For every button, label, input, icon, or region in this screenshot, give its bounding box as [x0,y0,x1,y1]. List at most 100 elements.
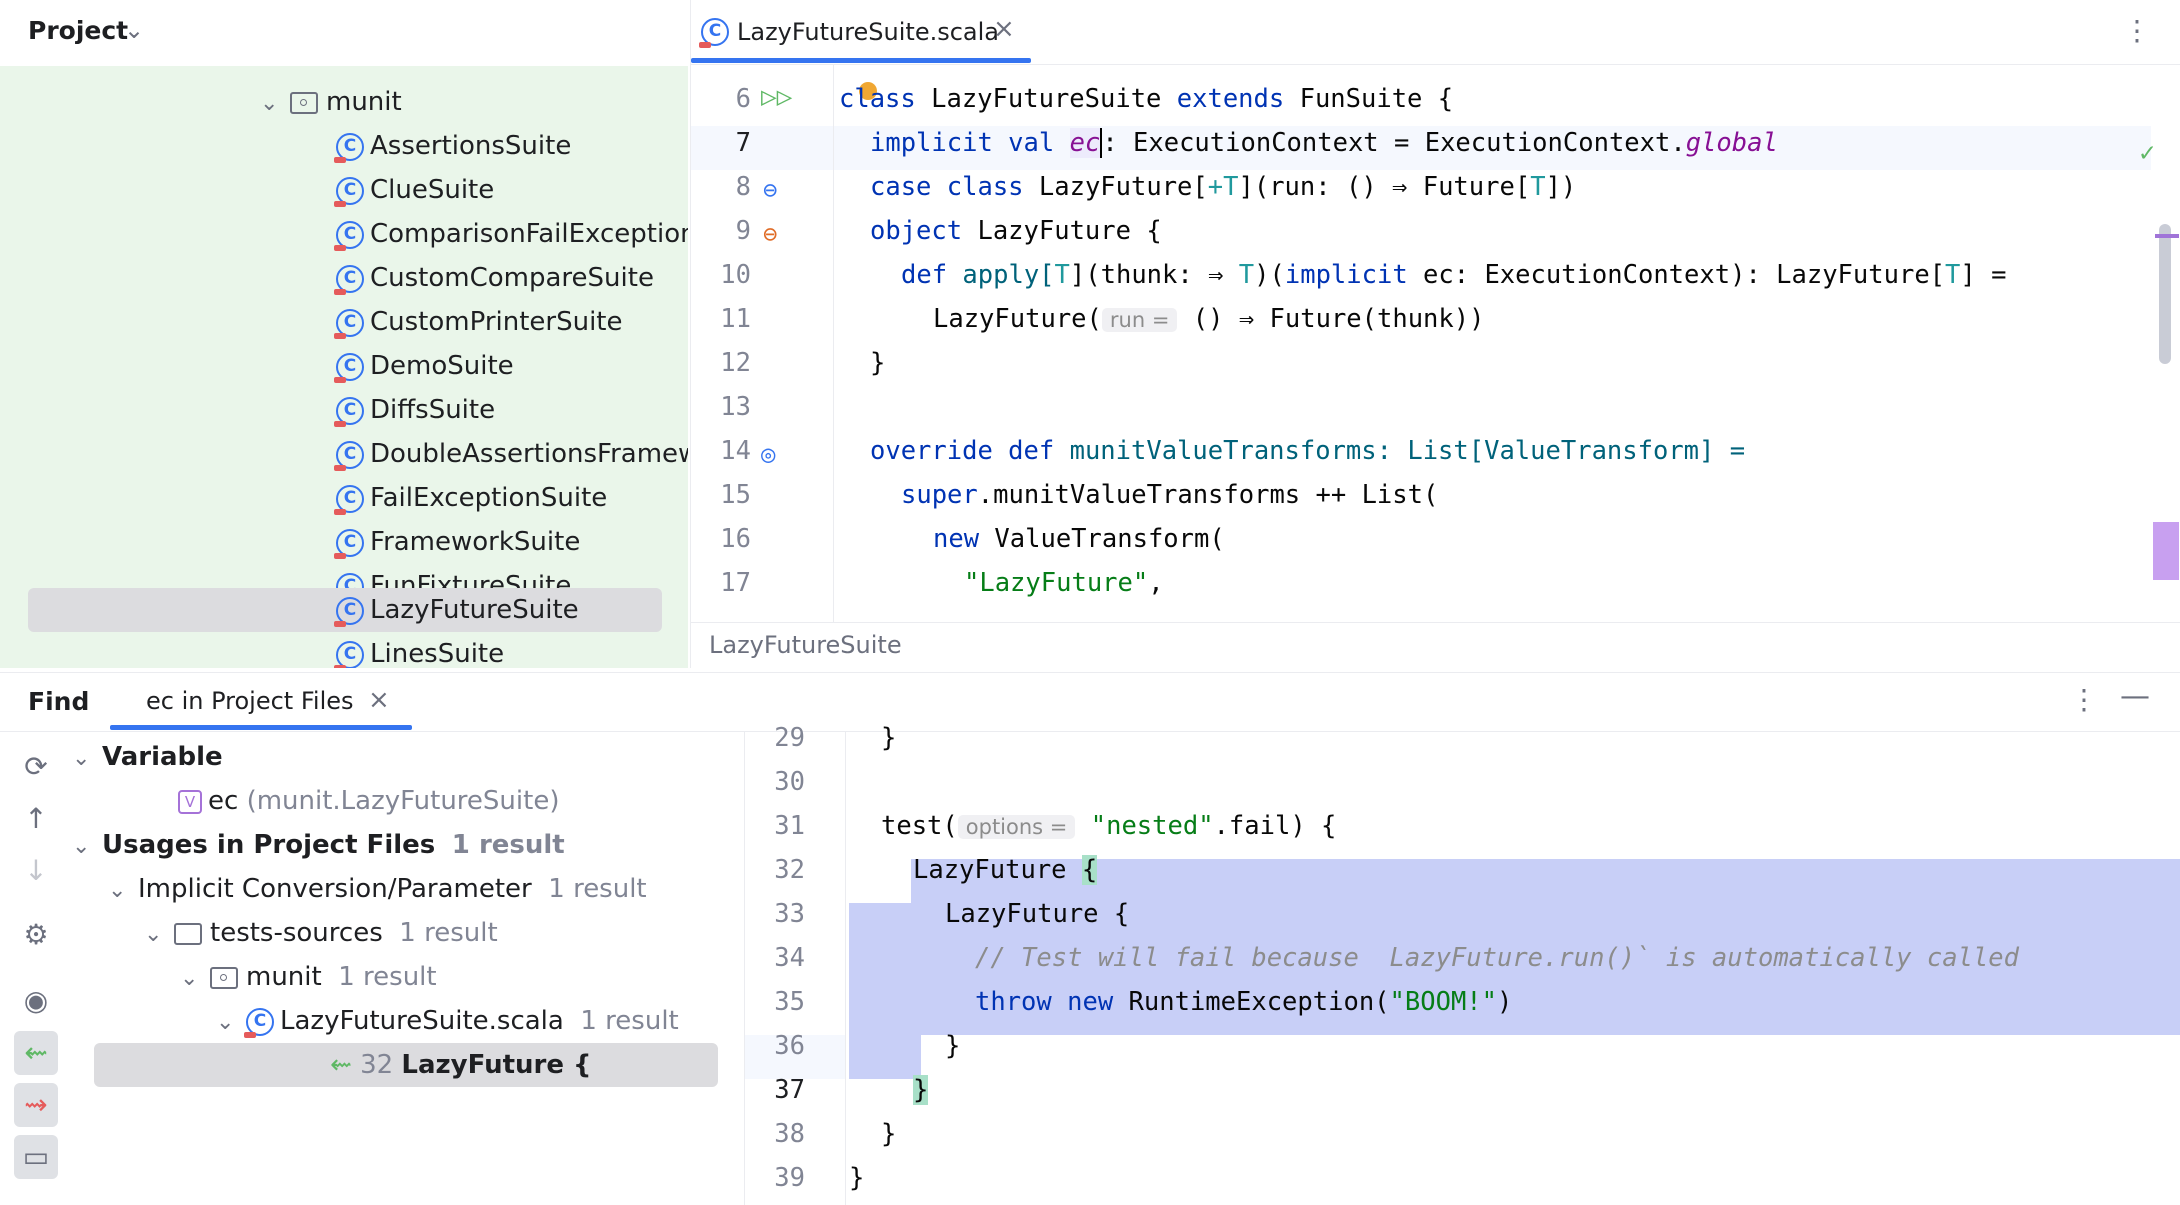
chevron-down-icon[interactable]: ⌄ [124,16,145,44]
code-token: ec [1069,128,1101,158]
find-tab[interactable]: ec in Project Files [146,687,354,715]
eye-icon[interactable]: ◉ [23,984,49,1017]
result-text: LazyFuture { [401,1050,592,1080]
line-number: 34 [774,943,805,973]
breadcrumb[interactable]: LazyFutureSuite [691,622,2180,668]
line-number: 17 [720,568,751,598]
chevron-down-icon[interactable]: ⌄ [72,746,91,771]
line-number: 16 [720,524,751,554]
write-access-icon[interactable]: ⇝ [14,1083,58,1127]
code-token: new [933,524,995,554]
code-line: implicit val ec: ExecutionContext = Exec… [870,128,1778,158]
tree-result-selected[interactable]: ⇜ 32 LazyFuture { [94,1043,718,1087]
more-options-icon[interactable]: ⋮ [2070,683,2098,716]
find-panel: Find ec in Project Files × ⋮ — ⟳ ↑ ↓ ⚙ ◉… [0,672,2180,1205]
tree-item-label: DoubleAssertionsFramew [370,439,688,469]
code-token: T [1054,260,1070,290]
tree-group-variable[interactable]: ⌄ Variable [72,735,223,779]
tree-item-label: Usages in Project Files [102,830,436,860]
code-token: class [839,84,932,114]
implemented-icon[interactable]: ⊖ [763,176,778,204]
code-editor[interactable]: ✓ 6 7 8 9 10 11 12 13 14 15 16 17 ▷▷ ⊖ ⊖… [691,64,2180,622]
read-access-icon[interactable]: ⇜ [14,1031,58,1075]
code-token: , [1148,568,1164,598]
arrow-up-icon[interactable]: ↑ [24,802,48,835]
companion-icon[interactable]: ⊖ [763,220,778,248]
gear-icon[interactable]: ⚙ [23,918,49,951]
chevron-down-icon[interactable]: ⌄ [144,922,163,947]
close-icon[interactable]: × [368,685,390,715]
arrow-down-icon[interactable]: ↓ [24,854,48,887]
result-count: 1 result [399,918,498,948]
project-title[interactable]: Project [28,16,129,45]
bulb-icon[interactable] [859,82,877,100]
code-token: implicit val [870,128,1070,158]
minimize-icon[interactable]: — [2120,679,2150,714]
folder-icon[interactable]: ▭ [14,1135,58,1179]
chevron-down-icon[interactable]: ⌄ [216,1010,235,1035]
overrides-icon[interactable]: ◎ [761,440,776,468]
tree-folder-munit[interactable]: ⌄munit [260,80,402,124]
line-number: 8 [735,172,751,202]
code-line: // Test will fail because LazyFuture.run… [975,943,2019,973]
scala-class-icon: C [699,18,729,48]
active-tab-indicator [110,725,412,730]
tree-item-label: AssertionsSuite [370,131,572,161]
breadcrumb-item[interactable]: LazyFutureSuite [709,631,902,659]
code-token: .fail) { [1213,811,1337,841]
scroll-marker[interactable] [2153,522,2179,580]
run-test-icon[interactable]: ▷▷ [761,82,793,112]
editor-tab[interactable]: C LazyFutureSuite.scala × [691,0,1031,64]
tree-group-munit[interactable]: ⌄munit 1 result [180,955,437,999]
scala-class-icon: C [334,176,364,207]
scala-class-icon: C [334,484,364,515]
close-icon[interactable]: × [993,14,1015,44]
code-line: } [881,1119,897,1149]
line-number: 36 [774,1031,805,1061]
code-token: ](run: () ⇒ Future[ [1238,172,1531,202]
line-number: 33 [774,899,805,929]
find-preview-editor[interactable]: 29 30 31 32 33 34 35 36 37 38 39 } test(… [744,723,2180,1205]
tree-item-label: FailExceptionSuite [370,483,608,513]
tree-group-implicit[interactable]: ⌄Implicit Conversion/Parameter 1 result [108,867,647,911]
tree-item-label: Variable [102,742,223,772]
result-count: 1 result [580,1006,679,1036]
code-line: test(options = "nested".fail) { [881,811,1336,841]
parameter-hint: options = [957,815,1076,839]
chevron-down-icon[interactable]: ⌄ [260,91,279,116]
chevron-down-icon[interactable]: ⌄ [72,834,91,859]
chevron-down-icon[interactable]: ⌄ [180,966,199,991]
tree-item-label: DiffsSuite [370,395,496,425]
line-number: 14 [720,436,751,466]
scala-class-icon: C [334,264,364,295]
read-access-icon: ⇜ [330,1050,352,1080]
scrollbar[interactable] [2159,224,2171,364]
tree-group-tests-sources[interactable]: ⌄tests-sources 1 result [144,911,498,955]
chevron-down-icon[interactable]: ⌄ [108,878,127,903]
find-header: Find ec in Project Files × ⋮ — [0,673,2180,732]
project-header: Project ⌄ [0,0,688,66]
code-token: "BOOM!" [1389,987,1497,1017]
code-token: ec: ExecutionContext): LazyFuture[ [1423,260,1946,290]
more-options-icon[interactable]: ⋮ [2123,14,2151,47]
tab-label: LazyFutureSuite.scala [737,18,1000,46]
code-token: () ⇒ Future(thunk)) [1177,304,1485,334]
rerun-icon[interactable]: ⟳ [24,750,48,783]
tree-group-usages[interactable]: ⌄Usages in Project Files 1 result [72,823,565,867]
line-number: 29 [774,723,805,753]
code-line: case class LazyFuture[+T](run: () ⇒ Futu… [870,172,1576,202]
